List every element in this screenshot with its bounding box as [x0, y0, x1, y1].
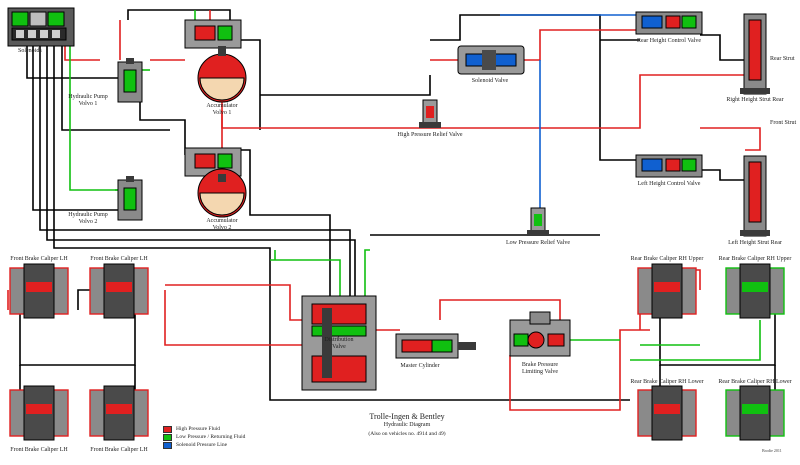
label-rear-caliper-rh-bottom: Rear Brake Caliper RH Lower — [630, 379, 704, 385]
distribution-valve — [301, 295, 377, 391]
label-front-strut: Front Strut — [770, 120, 797, 126]
diagram-title-block: Trolle-Ingen & Bentley Hydraulic Diagram… — [368, 412, 445, 439]
label-solenoid-valve: Solenoid Valve — [471, 78, 509, 84]
label-solenoids: Solenoids — [18, 48, 42, 54]
label-front-caliper-lh-top: Front Brake Caliper LH — [10, 256, 68, 262]
legend-swatch-blue — [163, 441, 172, 449]
brake-caliper-rear-2-lower — [725, 385, 785, 441]
diagram-caption: (Also on vehicles no. 4914 and 49) — [368, 431, 446, 437]
legend-label: Low Pressure / Returning Fluid — [176, 434, 246, 440]
rear-height-control-valve — [635, 11, 703, 35]
blue-pipes — [470, 14, 640, 210]
brake-caliper-rear-2-upper — [725, 263, 785, 319]
label-rear-caliper-rh-top: Rear Brake Caliper RH Upper — [630, 256, 704, 262]
rear-right-strut — [740, 13, 770, 95]
pipe-network — [7, 9, 776, 420]
label-master-cylinder: Master Cylinder — [400, 363, 440, 369]
hydraulic-pump-1 — [117, 58, 143, 103]
label-front-caliper-2-top: Front Brake Caliper LH — [90, 256, 148, 262]
black-pipes — [19, 9, 776, 420]
credit: Brodie 2011 — [762, 448, 782, 453]
accumulator-1 — [184, 19, 247, 103]
brake-caliper-rear-rh-upper — [637, 263, 697, 319]
solenoid-block — [7, 7, 75, 47]
legend-label: Solenoid Pressure Line — [176, 442, 228, 448]
legend-item-high-pressure: High Pressure Fluid — [163, 425, 245, 433]
low-pressure-relief-valve — [527, 207, 549, 236]
hydraulic-pump-2 — [117, 176, 143, 221]
rear-left-strut — [740, 155, 770, 237]
label-right-height-strut: Right Height Strut Rear — [726, 97, 784, 103]
diagram-subtitle: Hydraulic Diagram — [383, 422, 431, 428]
legend-swatch-green — [163, 433, 172, 441]
master-cylinder — [395, 333, 476, 359]
label-front-caliper-lh-bottom: Front Brake Caliper LH — [10, 447, 68, 453]
label-rear-caliper-2-top: Rear Brake Caliper RH Upper — [718, 256, 792, 262]
brake-caliper-front-lh-lower — [9, 385, 69, 441]
label-high-pressure-relief: High Pressure Relief Valve — [397, 132, 463, 138]
legend-label: High Pressure Fluid — [176, 426, 220, 432]
label-low-pressure-relief: Low Pressure Relief Valve — [505, 240, 571, 246]
label-rear-height-control: Rear Height Control Valve — [636, 38, 702, 44]
legend-swatch-red — [163, 425, 172, 433]
label-rear-caliper-2-bottom: Rear Brake Caliper RH Lower — [718, 379, 792, 385]
brake-caliper-rear-rh-lower — [637, 385, 697, 441]
legend-item-solenoid: Solenoid Pressure Line — [163, 441, 245, 449]
high-pressure-relief-valve — [419, 99, 441, 128]
brake-caliper-front-rh-lower — [89, 385, 149, 441]
label-front-caliper-2-bottom: Front Brake Caliper LH — [90, 447, 148, 453]
left-height-control-valve — [635, 154, 703, 178]
accumulator-2 — [184, 147, 247, 218]
label-left-height-strut: Left Height Strut Rear — [728, 240, 782, 246]
legend-item-low-pressure: Low Pressure / Returning Fluid — [163, 433, 245, 441]
label-rear-strut: Rear Strut — [770, 56, 795, 62]
diagram-title: Trolle-Ingen & Bentley — [369, 412, 445, 421]
solenoid-valve — [457, 45, 525, 75]
legend: High Pressure Fluid Low Pressure / Retur… — [163, 425, 245, 449]
brake-caliper-front-rh-upper — [89, 263, 149, 319]
label-left-height-control: Left Height Control Valve — [637, 181, 701, 187]
brake-caliper-front-lh-upper — [9, 263, 69, 319]
brake-pressure-limiting-valve — [509, 311, 571, 357]
